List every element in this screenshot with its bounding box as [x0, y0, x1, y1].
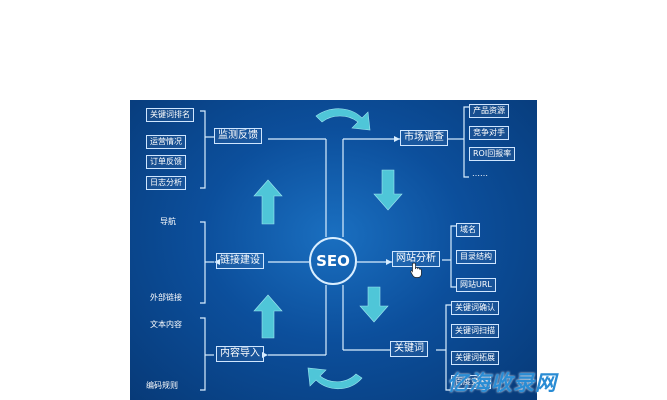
hand-cursor-icon — [410, 262, 422, 278]
monitor-item: 运营情况 — [146, 135, 186, 149]
node-site-analysis: 网站分析 — [392, 251, 440, 267]
site-item: 域名 — [456, 223, 480, 237]
site-item: 目录结构 — [456, 250, 496, 264]
market-item: 竞争对手 — [469, 126, 509, 140]
market-item: 产品资源 — [469, 104, 509, 118]
market-item: ROI回报率 — [469, 147, 516, 161]
cycle-arrow-icon-2 — [307, 367, 363, 390]
watermark: 亿海收录网 — [447, 371, 557, 395]
keyword-item: 关键词拓展 — [451, 351, 499, 365]
link-item: 外部链接 — [150, 293, 182, 302]
monitor-item: 订单反馈 — [146, 155, 186, 169]
seo-diagram: SEO 监测反馈 市场调查 链接建设 网站分析 内容导入 关键词 关键词排名 运… — [130, 100, 537, 400]
keyword-item: 百度竞价 — [451, 375, 491, 389]
down-arrow-icon-2 — [359, 286, 389, 323]
seo-center-node: SEO — [309, 237, 357, 285]
monitor-item: 日志分析 — [146, 176, 186, 190]
link-item: 导航 — [160, 217, 176, 226]
node-link-building: 链接建设 — [216, 253, 264, 269]
monitor-item: 关键词排名 — [146, 108, 194, 122]
up-arrow-icon-2 — [253, 294, 283, 339]
keyword-item: 关键词扫描 — [451, 324, 499, 338]
node-content-import: 内容导入 — [216, 346, 264, 362]
content-item: 文本内容 — [150, 320, 182, 329]
cycle-arrow-icon — [315, 108, 371, 131]
node-monitor-feedback: 监测反馈 — [214, 128, 262, 144]
site-item: 网站URL — [456, 278, 496, 292]
node-market-research: 市场调查 — [400, 130, 448, 146]
keyword-item: 关键词确认 — [451, 301, 499, 315]
up-arrow-icon — [253, 179, 283, 225]
connector-lines — [200, 106, 469, 391]
node-keyword: 关键词 — [390, 341, 428, 357]
market-item-more: …… — [472, 169, 488, 178]
down-arrow-icon — [373, 169, 403, 211]
content-item: 编码规则 — [146, 381, 178, 390]
